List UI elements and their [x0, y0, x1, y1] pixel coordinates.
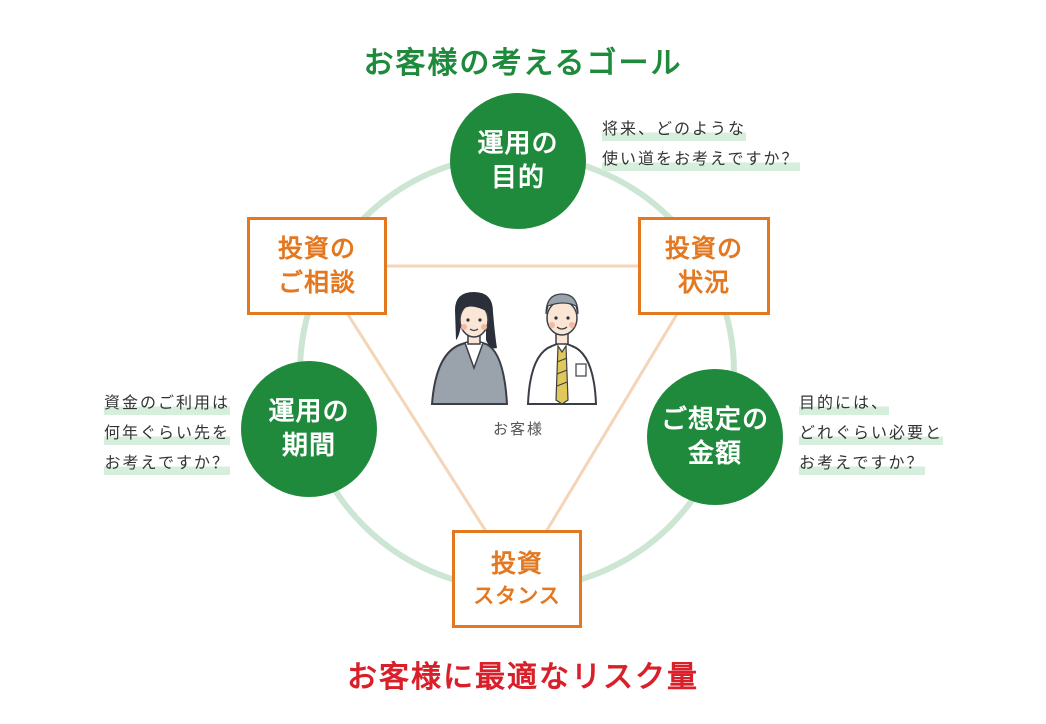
question-purpose-line2: 使い道をお考えですか？: [602, 144, 800, 174]
customer-couple-illustration: [430, 292, 598, 405]
factor-status-line2: 状況: [677, 268, 730, 297]
factor-consultation-box: 投資の ご相談: [247, 217, 387, 315]
goal-purpose-circle: 運用の 目的: [450, 93, 586, 229]
result-heading: お客様に最適なリスク量: [347, 660, 699, 695]
factor-consultation-line1: 投資の: [277, 234, 356, 263]
factor-consultation-line2: ご相談: [277, 268, 356, 297]
question-amount-line3: お考えですか？: [799, 448, 925, 478]
goal-period-line1: 運用の: [268, 397, 350, 427]
goal-period-circle: 運用の 期間: [241, 361, 377, 497]
question-amount-line2: どれぐらい必要と: [799, 418, 944, 448]
goal-amount-circle: ご想定の 金額: [647, 369, 783, 505]
factor-status-line1: 投資の: [664, 234, 743, 263]
woman-figure: [430, 292, 509, 405]
question-amount: 目的には、 どれぐらい必要と お考えですか？: [799, 388, 944, 478]
goal-purpose-line1: 運用の: [477, 129, 559, 159]
question-purpose-line1: 将来、どのような: [602, 114, 747, 144]
triangle-edge-left: [315, 265, 519, 581]
triangle-edge-right: [515, 265, 708, 581]
question-period-line3: お考えですか？: [104, 448, 230, 478]
question-period-line1: 資金のご利用は: [103, 388, 230, 418]
question-period-line2: 何年ぐらい先を: [103, 418, 230, 448]
question-period: 資金のご利用は 何年ぐらい先を お考えですか？: [70, 388, 230, 478]
factor-stance-line1: 投資: [490, 549, 543, 578]
man-figure: [526, 293, 598, 405]
factor-stance-line2: スタンス: [473, 584, 561, 608]
question-amount-line1: 目的には、: [799, 388, 890, 418]
goal-purpose-line2: 目的: [490, 163, 545, 193]
customer-label: お客様: [493, 420, 545, 438]
goal-heading: お客様の考えるゴール: [363, 46, 683, 81]
goal-amount-line1: ご想定の: [660, 405, 769, 435]
goal-period-line2: 期間: [281, 431, 336, 461]
factor-stance-box: 投資 スタンス: [452, 530, 582, 628]
question-purpose: 将来、どのような 使い道をお考えですか？: [602, 114, 800, 174]
goal-amount-line2: 金額: [687, 439, 742, 469]
factor-status-box: 投資の 状況: [638, 217, 770, 315]
